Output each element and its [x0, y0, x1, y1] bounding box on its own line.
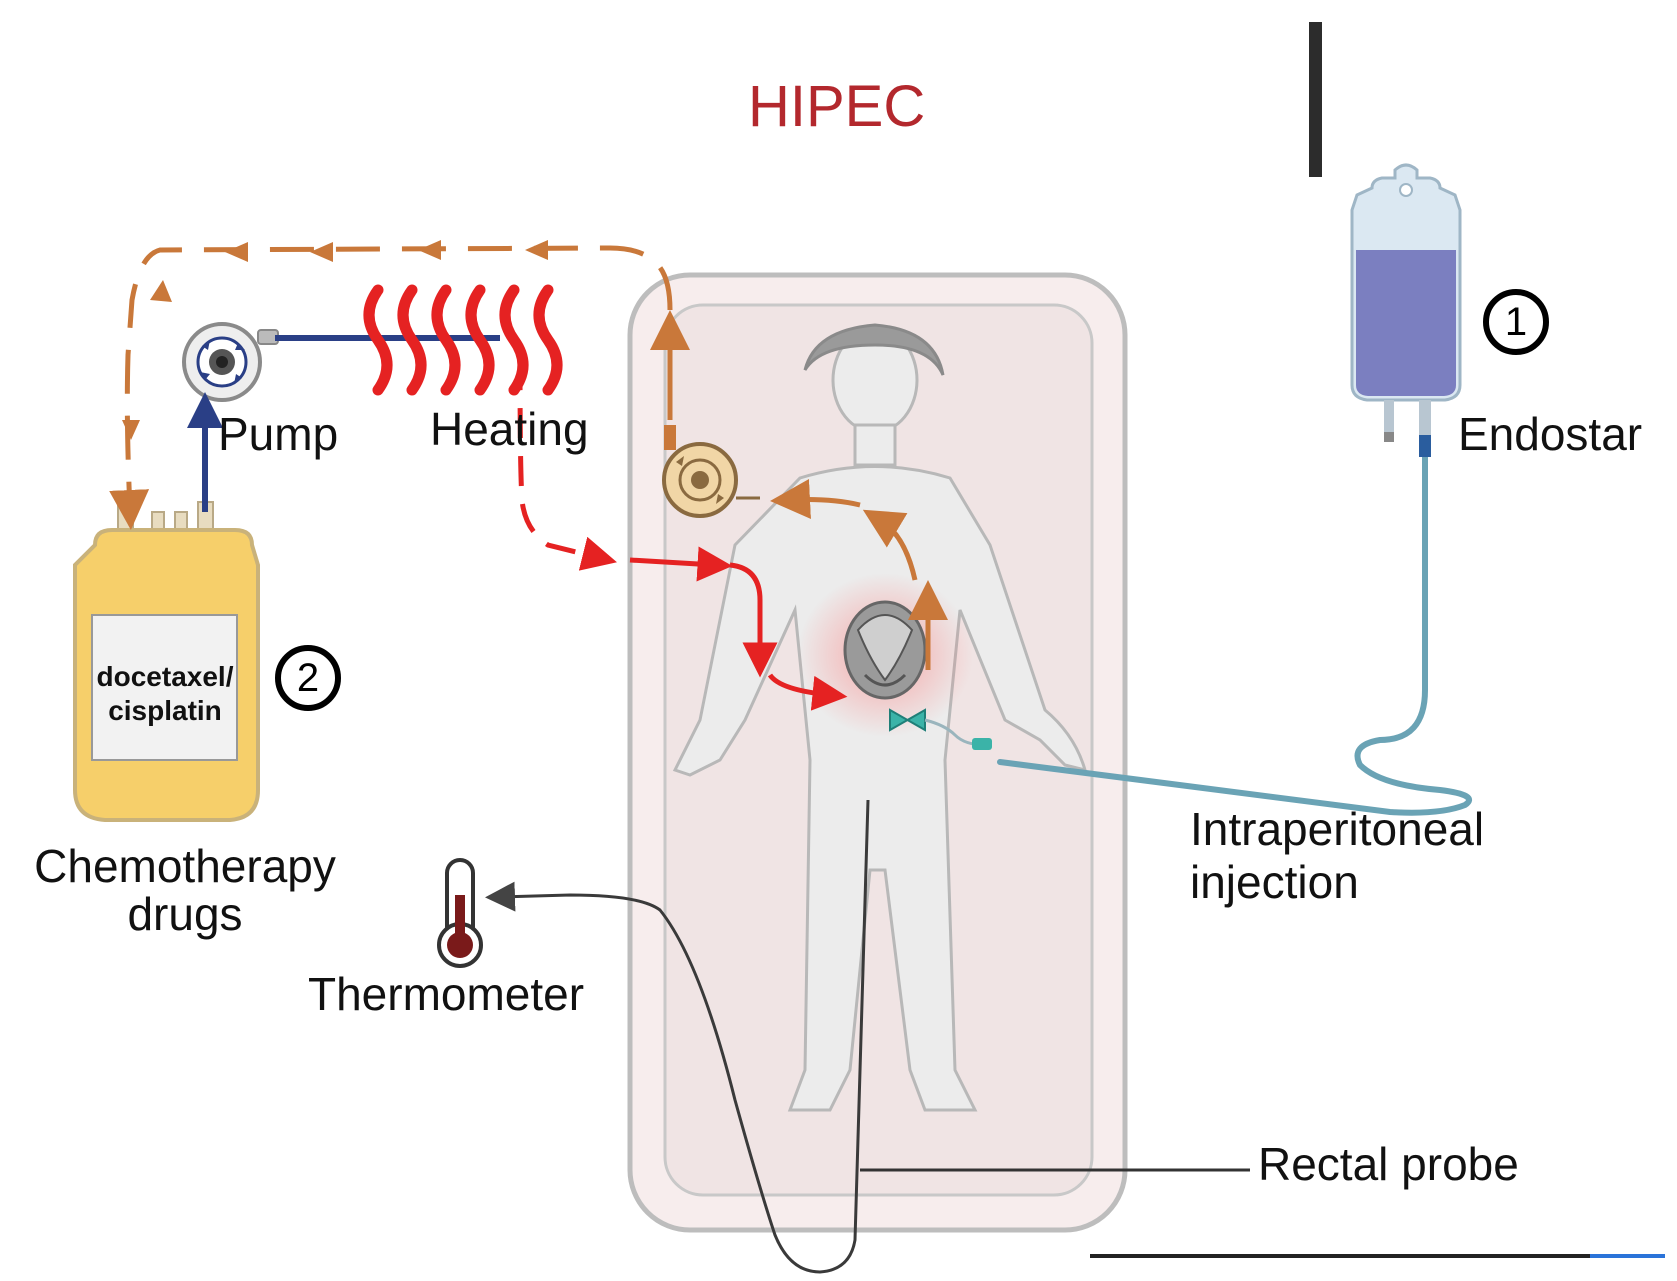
heated-flow-4	[767, 673, 848, 711]
divider-bar	[1309, 22, 1322, 177]
step-badge-2: 2	[275, 645, 341, 711]
rectal-probe-wire	[485, 799, 870, 1274]
pump-label: Pump	[218, 408, 339, 460]
diagram-title: HIPEC	[748, 74, 926, 139]
chemo-bag-label: docetaxel/ cisplatin	[96, 661, 234, 726]
return-flow-2	[862, 509, 918, 581]
intraperitoneal-label: Intraperitoneal	[1190, 803, 1485, 855]
return-pump-icon	[662, 425, 760, 518]
endostar-label: Endostar	[1458, 408, 1643, 460]
chemotherapy-label: Chemotherapy	[34, 840, 336, 892]
heated-flow-2	[629, 546, 733, 582]
iv-tube	[997, 452, 1473, 816]
endostar-iv-bag-icon	[1350, 163, 1462, 457]
injection-label: injection	[1190, 856, 1359, 908]
abdominal-organs-icon	[843, 600, 927, 700]
injection-port-icon	[889, 708, 992, 750]
thermometer-icon	[437, 858, 483, 968]
step-badge-1: 1	[1483, 289, 1549, 355]
rectal-probe-label: Rectal probe	[1258, 1138, 1519, 1190]
heating-label: Heating	[430, 403, 589, 455]
patient-figure	[672, 323, 1088, 1112]
return-flow-arrowheads	[122, 240, 548, 440]
return-flow-3	[770, 479, 861, 519]
pump-icon	[182, 322, 279, 402]
thermometer-label: Thermometer	[308, 968, 585, 1020]
heating-coils-icon	[363, 284, 563, 396]
heated-flow-3	[729, 562, 778, 678]
chemotherapy-bag-icon	[73, 501, 260, 822]
heated-flow-1	[517, 359, 617, 571]
drugs-label: drugs	[127, 888, 243, 940]
